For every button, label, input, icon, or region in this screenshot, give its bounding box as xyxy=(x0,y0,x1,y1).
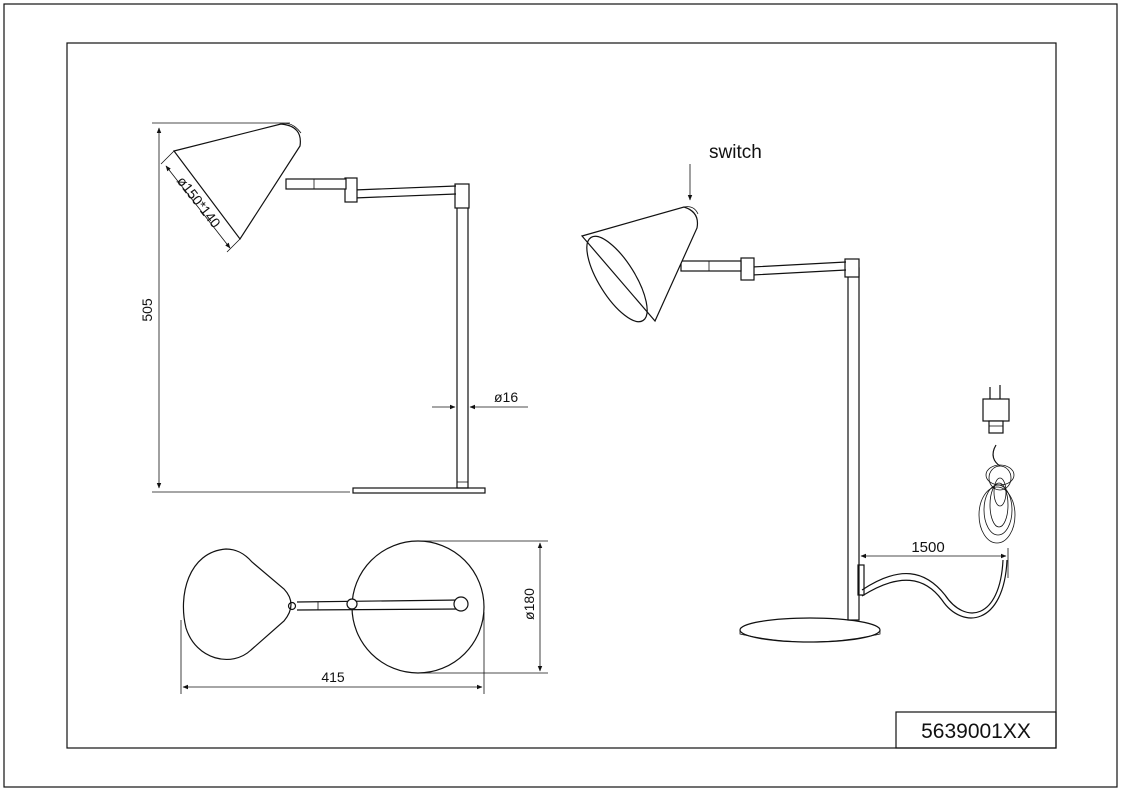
dim-base: ø180 xyxy=(521,588,537,620)
title-block: 5639001XX xyxy=(895,711,1057,749)
persp-plug xyxy=(982,385,1010,434)
side-base xyxy=(352,487,486,494)
outer-frame xyxy=(3,3,1118,788)
side-arm xyxy=(353,185,457,199)
inner-frame xyxy=(66,42,1057,749)
side-connector xyxy=(285,178,347,190)
top-shade xyxy=(182,548,292,660)
persp-cord xyxy=(861,559,1008,619)
perspective-view: switch 1500 xyxy=(580,142,1016,643)
dim-pole: ø16 xyxy=(494,389,518,405)
top-elbow xyxy=(346,598,358,610)
dim-length: 415 xyxy=(321,669,345,685)
switch-label: switch xyxy=(709,142,762,163)
top-view: 415 ø180 xyxy=(180,540,548,694)
model-code: 5639001XX xyxy=(921,720,1031,743)
persp-shade xyxy=(580,206,699,323)
top-arm xyxy=(296,599,461,611)
persp-cord-coil xyxy=(978,444,1016,544)
side-elbow xyxy=(344,177,358,203)
dim-cord: 1500 xyxy=(911,539,944,556)
side-pole-joint xyxy=(454,183,470,209)
side-view: 505 ø150*140 ø16 xyxy=(139,122,528,494)
persp-connector xyxy=(680,260,742,272)
persp-arm xyxy=(751,261,847,276)
side-pole xyxy=(456,199,469,489)
persp-elbow xyxy=(740,257,755,281)
top-switch xyxy=(287,601,297,611)
dim-height: 505 xyxy=(139,298,155,322)
persp-pole-joint xyxy=(844,258,860,278)
persp-pole xyxy=(847,267,860,621)
top-pole-cap xyxy=(453,596,469,612)
